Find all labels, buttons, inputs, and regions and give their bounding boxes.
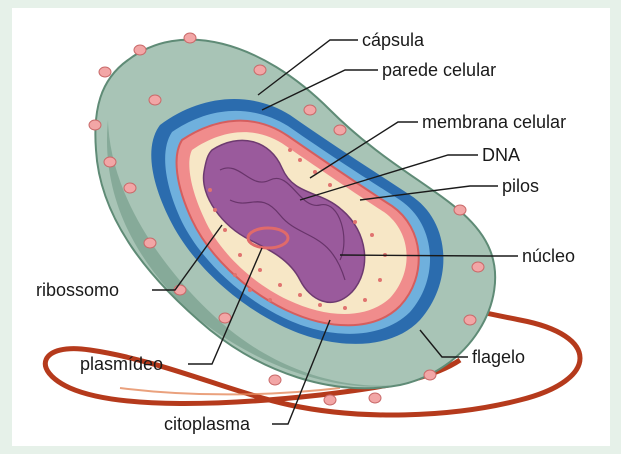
- label-dna: DNA: [482, 145, 520, 165]
- label-capsula: cápsula: [362, 30, 425, 50]
- label-citoplasma: citoplasma: [164, 414, 251, 434]
- label-ribossomo: ribossomo: [36, 280, 119, 300]
- label-membrana-celular: membrana celular: [422, 112, 566, 132]
- label-plasmideo: plasmídeo: [80, 354, 163, 374]
- label-nucleo: núcleo: [522, 246, 575, 266]
- label-parede-celular: parede celular: [382, 60, 496, 80]
- label-flagelo: flagelo: [472, 347, 525, 367]
- label-pilos: pilos: [502, 176, 539, 196]
